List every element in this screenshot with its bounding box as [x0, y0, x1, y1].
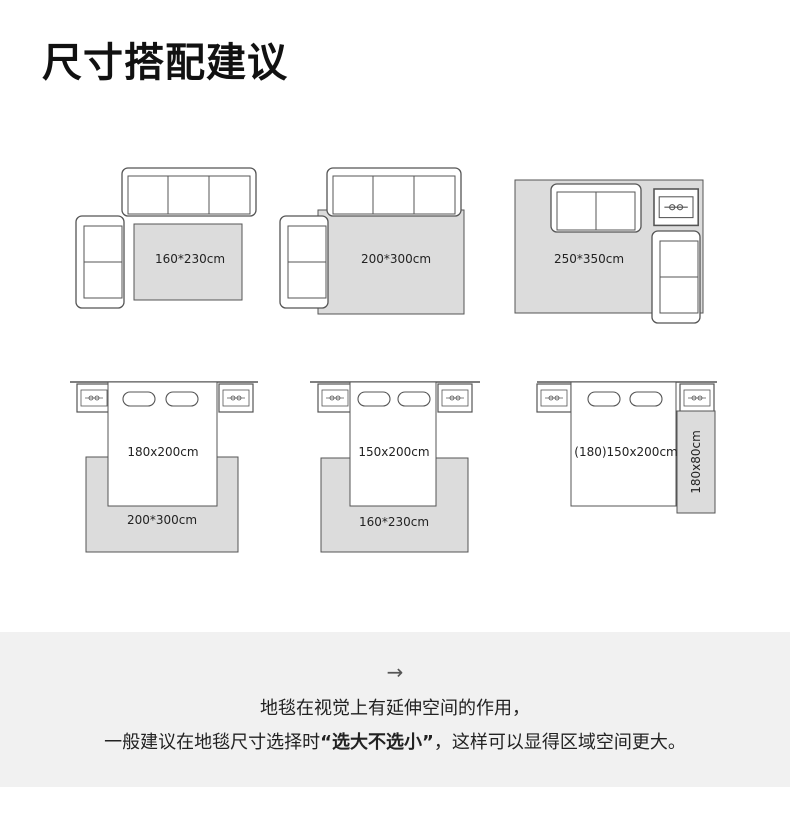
bed-b-label: 150x200cm [358, 445, 429, 459]
rug-c-bedroom-label: 180x80cm [689, 430, 703, 494]
living-layout-c: 250*350cm [514, 179, 704, 324]
bed-a-label: 180x200cm [127, 445, 198, 459]
bed-c-label: (180)150x200cm [574, 445, 677, 459]
footer-line-1: 地毯在视觉上有延伸空间的作用， [260, 698, 530, 719]
bedroom-layout-c: (180)150x200cm 180x80cm [536, 381, 717, 514]
footer-line-2-pre: 一般建议在地毯尺寸选择时 [104, 732, 321, 753]
arrow-right-icon: → [386, 660, 404, 684]
bedroom-layout-a: 180x200cm 200*300cm [70, 381, 258, 553]
rug-b-bedroom-label: 160*230cm [359, 515, 429, 529]
bedroom-layout-b: 150x200cm 160*230cm [310, 381, 480, 553]
footer-line-2: 一般建议在地毯尺寸选择时“选大不选小”，这样可以显得区域空间更大。 [0, 728, 790, 754]
footer-line-2-post: ，这样可以显得区域空间更大。 [433, 732, 686, 753]
rug-b-living-label: 200*300cm [361, 252, 431, 266]
rug-size-diagram: 160*230cm 200*300cm 250*350cm 180x200cm … [70, 167, 717, 553]
living-layout-b: 200*300cm [279, 167, 465, 315]
footer-note: → 地毯在视觉上有延伸空间的作用， 一般建议在地毯尺寸选择时“选大不选小”，这样… [0, 632, 790, 787]
rug-a-living-label: 160*230cm [155, 252, 225, 266]
rug-c-living-label: 250*350cm [554, 252, 624, 266]
footer-line-2-emphasis: “选大不选小” [320, 732, 434, 753]
living-layout-a: 160*230cm [75, 167, 257, 309]
rug-c-bedroom [676, 410, 716, 514]
page-title: 尺寸搭配建议 [42, 40, 288, 86]
rug-a-living [133, 223, 243, 301]
rug-a-bedroom-label: 200*300cm [127, 513, 197, 527]
